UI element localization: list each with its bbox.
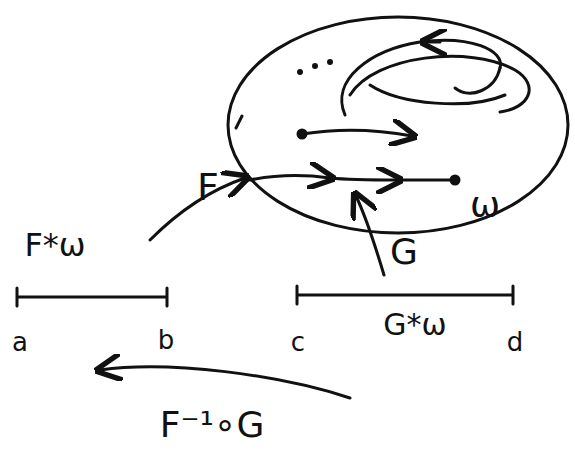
math-label: a xyxy=(12,329,28,355)
math-label: G xyxy=(390,234,418,270)
math-label: c xyxy=(291,329,305,355)
math-label: d xyxy=(507,329,524,355)
curve xyxy=(330,178,398,180)
math-label: F*ω xyxy=(24,229,85,261)
curve xyxy=(302,130,412,136)
math-label: F⁻¹∘G xyxy=(160,407,265,443)
math-label: ω xyxy=(470,187,500,223)
hidden-curve xyxy=(236,116,242,128)
curve xyxy=(398,179,455,182)
endpoint-dot xyxy=(298,130,306,138)
curve xyxy=(250,176,330,180)
interval xyxy=(17,288,167,306)
torus-hole xyxy=(350,56,529,112)
map-arrow xyxy=(356,196,384,275)
map-arrow xyxy=(100,367,350,398)
endpoint-dot xyxy=(451,176,459,184)
curve xyxy=(455,68,500,93)
math-label: G*ω xyxy=(383,310,446,340)
math-label: b xyxy=(158,327,175,353)
interval xyxy=(297,286,513,304)
arrowhead xyxy=(425,41,440,44)
math-label: F xyxy=(197,168,219,206)
torus-outline xyxy=(228,17,568,233)
curve xyxy=(342,40,501,115)
